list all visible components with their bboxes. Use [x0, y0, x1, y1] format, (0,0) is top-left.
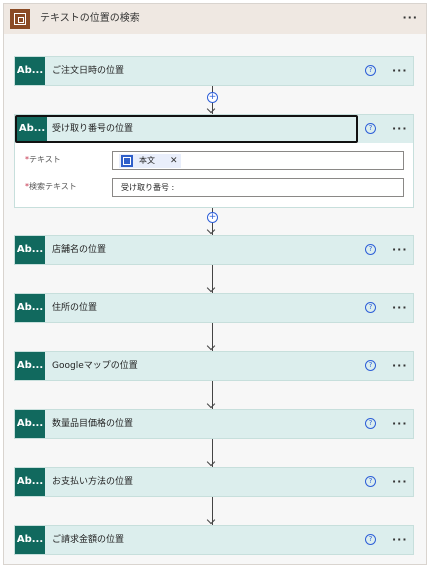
action-more-menu[interactable]: ··· [392, 122, 408, 135]
action-title: ご請求金額の位置 [52, 535, 125, 545]
dynamic-content-icon [121, 155, 133, 167]
action-title: 受け取り番号の位置 [52, 124, 134, 134]
action-more-menu[interactable]: ··· [392, 359, 408, 372]
dynamic-content-token[interactable]: 本文 ✕ [119, 154, 181, 168]
action-more-menu[interactable]: ··· [392, 243, 408, 256]
action-title: 数量品目価格の位置 [52, 419, 134, 429]
required-marker: * [25, 182, 29, 191]
token-remove-icon[interactable]: ✕ [170, 156, 178, 166]
help-icon[interactable]: ? [365, 360, 376, 371]
scope-title: テキストの位置の検索 [40, 13, 140, 24]
action-card-quantity-item-price[interactable]: Ab... 数量品目価格の位置 ? ··· [14, 409, 414, 439]
insert-step-plus-icon[interactable]: + [207, 92, 218, 103]
text-input-field[interactable]: 本文 ✕ [112, 151, 404, 170]
action-card-billing-amount[interactable]: Ab... ご請求金額の位置 ? ··· [14, 525, 414, 555]
connector-line [212, 497, 213, 525]
help-icon[interactable]: ? [365, 476, 376, 487]
action-card-payment-method[interactable]: Ab... お支払い方法の位置 ? ··· [14, 467, 414, 497]
action-title: お支払い方法の位置 [52, 477, 134, 487]
action-title: 店舗名の位置 [52, 245, 107, 255]
text-function-icon: Ab... [15, 294, 45, 322]
help-icon[interactable]: ? [365, 534, 376, 545]
action-card-receipt-number-expanded: Ab... 受け取り番号の位置 ? ··· *テキスト 本文 ✕ *検索テキスト… [14, 114, 414, 208]
search-text-input[interactable]: 受け取り番号 : [112, 178, 404, 197]
action-more-menu[interactable]: ··· [392, 301, 408, 314]
connector-line [212, 439, 213, 467]
action-more-menu[interactable]: ··· [392, 533, 408, 546]
text-field-label-text: テキスト [29, 155, 61, 164]
action-more-menu[interactable]: ··· [392, 64, 408, 77]
help-icon[interactable]: ? [365, 418, 376, 429]
connector-line [212, 265, 213, 293]
search-text-field-label: *検索テキスト [25, 181, 77, 192]
action-card-store-name[interactable]: Ab... 店舗名の位置 ? ··· [14, 235, 414, 265]
help-icon[interactable]: ? [365, 123, 376, 134]
action-title: Googleマップの位置 [52, 361, 138, 371]
connector-line [212, 381, 213, 409]
action-card-order-datetime[interactable]: Ab... ご注文日時の位置 ? ··· [14, 56, 414, 86]
text-function-icon: Ab... [15, 236, 45, 264]
insert-step-plus-icon[interactable]: + [207, 212, 218, 223]
help-icon[interactable]: ? [365, 244, 376, 255]
action-title: 住所の位置 [52, 303, 98, 313]
help-icon[interactable]: ? [365, 302, 376, 313]
scope-more-menu[interactable]: ··· [402, 11, 418, 24]
search-text-value: 受け取り番号 : [121, 183, 175, 192]
action-more-menu[interactable]: ··· [392, 417, 408, 430]
text-function-icon: Ab... [15, 57, 45, 85]
required-marker: * [25, 155, 29, 164]
text-function-icon: Ab... [15, 352, 45, 380]
action-card-address[interactable]: Ab... 住所の位置 ? ··· [14, 293, 414, 323]
token-label: 本文 [139, 156, 155, 165]
text-function-icon: Ab... [15, 526, 45, 554]
action-header-selected[interactable]: Ab... 受け取り番号の位置 [15, 115, 358, 143]
text-function-icon: Ab... [15, 468, 45, 496]
scope-icon [10, 9, 30, 29]
help-icon[interactable]: ? [365, 65, 376, 76]
text-function-icon: Ab... [15, 410, 45, 438]
action-card-google-maps[interactable]: Ab... Googleマップの位置 ? ··· [14, 351, 414, 381]
search-text-label-text: 検索テキスト [29, 182, 77, 191]
text-field-label: *テキスト [25, 154, 61, 165]
action-title: ご注文日時の位置 [52, 66, 125, 76]
connector-line [212, 323, 213, 351]
scope-header[interactable]: テキストの位置の検索 ··· [4, 4, 426, 34]
action-more-menu[interactable]: ··· [392, 475, 408, 488]
text-function-icon: Ab... [17, 117, 47, 141]
